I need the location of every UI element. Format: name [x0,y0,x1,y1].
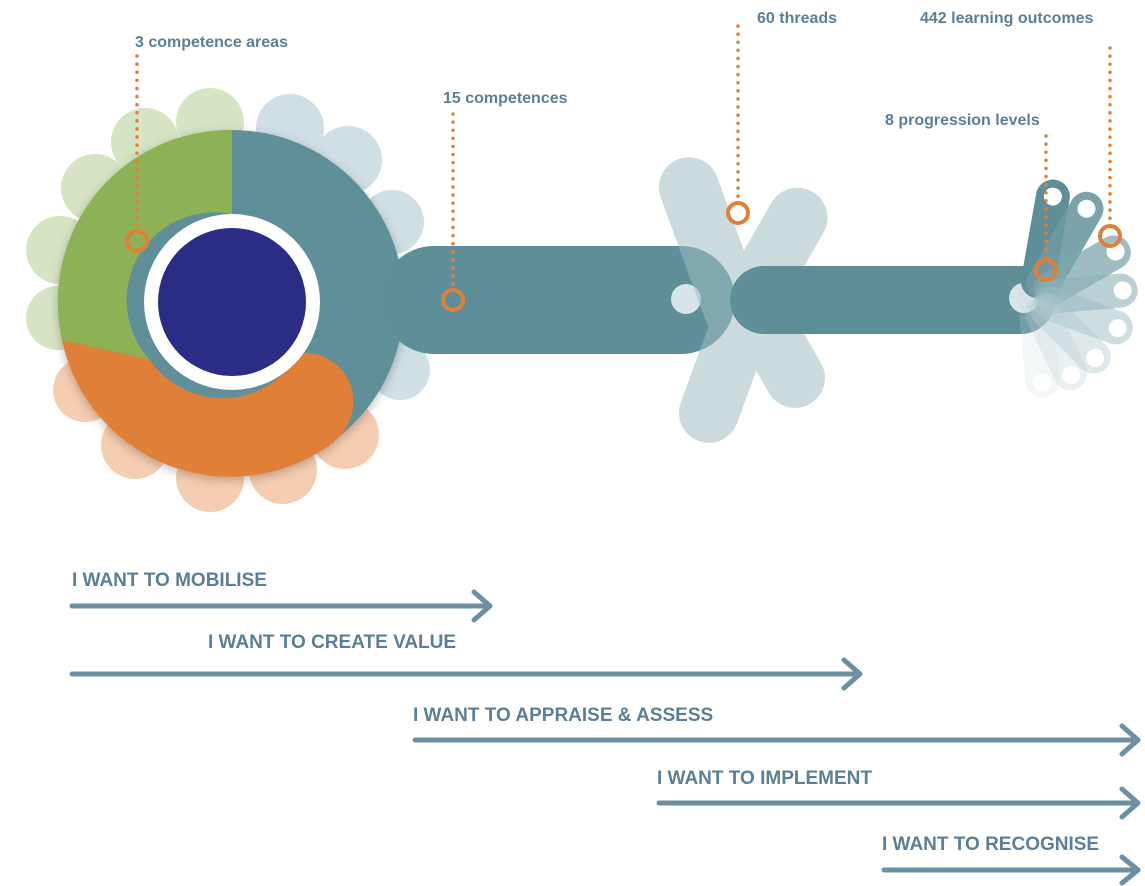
callout-competences: 15 competences [441,90,568,312]
callout-threads-label: 60 threads [757,10,837,27]
callout-progression-levels: 8 progression levels [885,112,1058,282]
key-bit [730,266,1055,334]
arrow-implement: I WANT TO IMPLEMENT [656,768,1141,820]
arrow-appraise-assess: I WANT TO APPRAISE & ASSESS [412,705,1141,757]
arrow-implement-label: I WANT TO IMPLEMENT [657,768,872,789]
callout-progression-levels-label: 8 progression levels [885,112,1040,129]
arrow-mobilise-label: I WANT TO MOBILISE [72,570,267,591]
key-shaft [380,246,735,354]
arrow-create-value-label: I WANT TO CREATE VALUE [208,632,456,653]
callout-competence-areas-label: 3 competence areas [135,34,288,51]
arrow-mobilise: I WANT TO MOBILISE [69,570,493,623]
callout-threads: 60 threads [726,10,837,225]
callout-competence-areas: 3 competence areas [125,34,288,253]
callout-competences-label: 15 competences [443,90,568,107]
arrow-recognise-label: I WANT TO RECOGNISE [882,834,1099,855]
arrow-appraise-assess-label: I WANT TO APPRAISE & ASSESS [413,705,713,726]
arrow-recognise: I WANT TO RECOGNISE [881,834,1141,886]
callout-learning-outcomes: 442 learning outcomes [920,10,1122,248]
progression-prongs [1019,179,1138,398]
arrow-create-value: I WANT TO CREATE VALUE [69,632,863,691]
key-head-center [158,228,306,376]
callout-learning-outcomes-label: 442 learning outcomes [920,10,1093,27]
